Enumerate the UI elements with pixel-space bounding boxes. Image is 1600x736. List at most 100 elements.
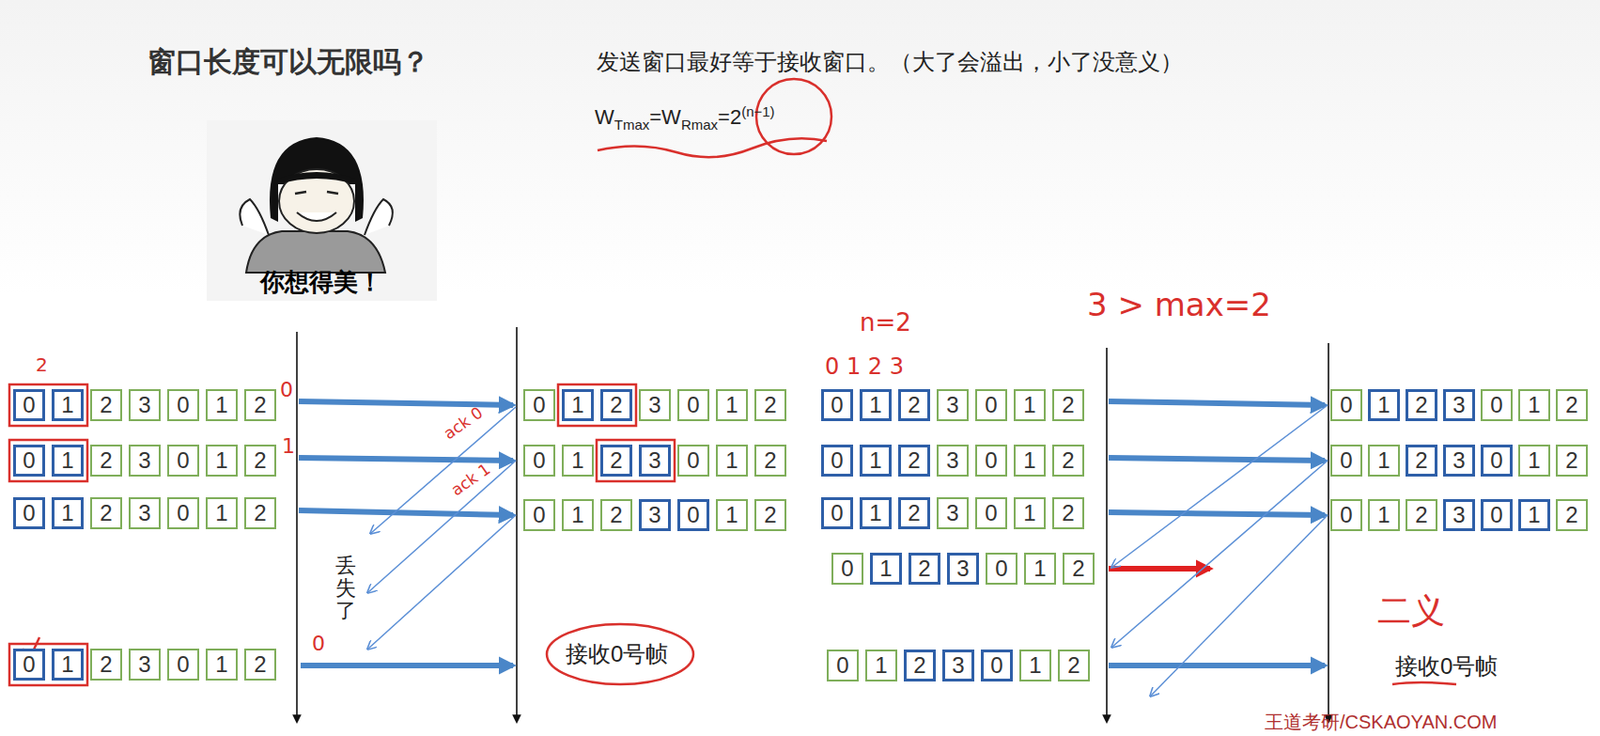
sequence-number-cell: 1	[561, 444, 594, 477]
sequence-number-cell: 1	[869, 552, 902, 585]
sequence-number-cell: 0	[831, 552, 864, 585]
sequence-number: 2	[763, 447, 777, 474]
sequence-number: 0	[990, 652, 1003, 679]
sequence-number-cell: 2	[600, 498, 633, 531]
sequence-number-cell: 2	[244, 388, 277, 421]
sequence-number-cell: 3	[638, 498, 671, 531]
sequence-number-cell: 2	[244, 497, 277, 529]
sequence-number-cell: 0	[1480, 498, 1513, 531]
time-axis	[296, 326, 1329, 722]
sequence-number-cell: 1	[859, 444, 892, 477]
sequence-number-cell: 3	[947, 552, 979, 585]
sequence-number-cell: 2	[754, 388, 787, 421]
sequence-number: 1	[725, 447, 738, 474]
sequence-number-cell: 2	[90, 444, 123, 477]
sequence-number: 1	[725, 501, 738, 529]
sequence-number-cell: 3	[1443, 388, 1476, 421]
sequence-number-cell: 0	[13, 648, 46, 681]
slide-title: 窗口长度可以无限吗？	[147, 43, 430, 82]
sequence-number-cell: 1	[715, 444, 748, 477]
sequence-number-cell: 2	[898, 497, 931, 529]
sequence-number-cell: 0	[167, 388, 200, 421]
sequence-number: 1	[869, 499, 882, 527]
sequence-number-cell: 0	[975, 444, 1008, 477]
formula-symbol: =2	[717, 105, 742, 129]
sequence-number: 0	[836, 652, 849, 679]
sequence-number: 0	[984, 447, 997, 474]
sequence-number-cell: 1	[205, 444, 238, 477]
sequence-number: 2	[763, 501, 777, 529]
sequence-number-cell: 1	[1518, 388, 1551, 421]
sequence-number-cell: 3	[128, 388, 161, 421]
sequence-number-cell: 0	[980, 649, 1013, 682]
frame-arrow	[1108, 662, 1325, 668]
sequence-number: 1	[1028, 652, 1041, 679]
sequence-number: 3	[138, 447, 151, 474]
frame-arrow	[1108, 401, 1325, 405]
hand-note: 2	[35, 353, 48, 376]
sequence-number-cell: 3	[638, 388, 671, 421]
sequence-number: 0	[532, 447, 545, 474]
frame-arrow	[300, 662, 513, 668]
formula: WTmax=WRmax=2(n−1)	[594, 103, 776, 133]
hand-annotation	[22, 78, 1457, 684]
sequence-number-cell: 1	[1013, 388, 1046, 421]
sequence-number-cell: 2	[1052, 497, 1085, 529]
ack-arrow	[1112, 404, 1328, 567]
sequence-number-cell: 1	[1024, 552, 1057, 585]
sequence-number: 2	[1565, 447, 1578, 474]
sequence-number-cell: 0	[821, 444, 854, 477]
hand-note: ack 0	[439, 403, 486, 444]
sequence-number: 1	[61, 499, 74, 527]
sequence-number: 1	[1377, 501, 1390, 529]
sequence-number: 0	[532, 391, 545, 419]
sequence-number: 1	[571, 501, 584, 529]
sequence-number-cell: 0	[523, 444, 556, 477]
sequence-number-cell: 2	[1057, 649, 1090, 682]
meme-caption: 你想得美！	[260, 265, 383, 299]
subtitle-note: 发送窗口最好等于接收窗口。（大了会溢出，小了没意义）	[596, 46, 1183, 78]
sequence-number-cell: 0	[975, 388, 1008, 421]
sequence-number-cell: 1	[715, 498, 748, 531]
sequence-number: 1	[571, 391, 584, 419]
sequence-number: 0	[1490, 501, 1503, 529]
sequence-number-cell: 2	[90, 388, 123, 421]
hand-note: 1	[281, 434, 296, 458]
sequence-number: 2	[1067, 652, 1080, 679]
sequence-number: 3	[946, 499, 959, 527]
sequence-number-cell: 2	[1555, 388, 1588, 421]
sequence-number: 3	[946, 447, 959, 474]
sequence-number: 1	[1527, 391, 1540, 419]
sequence-number: 2	[913, 652, 926, 679]
sequence-number-cell: 2	[898, 444, 931, 477]
sequence-number: 2	[1414, 447, 1428, 474]
hand-note: n=2	[859, 308, 912, 337]
sequence-number-cell: 1	[859, 497, 892, 529]
sequence-number-cell: 1	[51, 648, 84, 681]
sequence-number: 1	[61, 391, 74, 419]
sequence-number-cell: 1	[1013, 444, 1046, 477]
sequence-number: 0	[1490, 391, 1503, 419]
sequence-number: 0	[22, 447, 35, 474]
sequence-number: 1	[1023, 447, 1036, 474]
sequence-number: 0	[1339, 501, 1352, 529]
sequence-number: 1	[215, 447, 228, 474]
sequence-number-cell: 0	[826, 649, 859, 682]
sequence-number-cell: 0	[523, 498, 556, 531]
hand-note: 0	[279, 377, 294, 402]
frame-arrow	[1108, 457, 1325, 461]
sequence-number-cell: 0	[167, 648, 200, 681]
sequence-number-cell: 2	[1405, 388, 1438, 421]
sequence-number: 0	[1339, 447, 1352, 474]
sequence-number: 2	[99, 447, 112, 474]
sequence-number: 2	[1061, 499, 1074, 527]
meme-picture	[296, 212, 337, 221]
sequence-number: 2	[609, 447, 622, 474]
lost-note: 丢失了	[335, 554, 357, 623]
frame-arrow	[298, 401, 513, 405]
sequence-number: 1	[869, 391, 882, 419]
sequence-number-cell: 0	[1330, 444, 1363, 477]
sequence-number: 3	[956, 555, 969, 582]
